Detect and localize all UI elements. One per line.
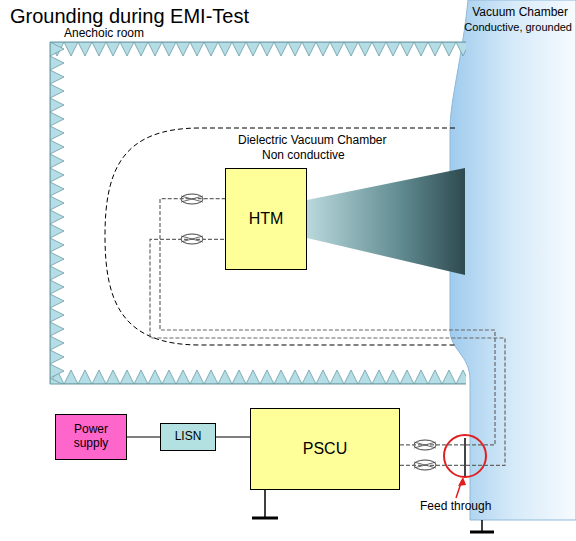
chamber-note: Non conductive [262,149,345,163]
room-label: Anechoic room [64,27,144,41]
chamber-note: Conductive, grounded [464,21,572,34]
power-line [127,436,160,437]
chamber-label: Dielectric Vacuum Chamber [238,134,387,148]
chamber-label: Vacuum Chamber [472,6,568,20]
callout-label: Feed through [420,500,491,514]
lisn-box: LISN [160,423,216,451]
node-text: Power supply [60,423,122,451]
power-supply-box: Power supply [55,414,127,460]
node-text: PSCU [303,440,347,458]
node-text: LISN [175,430,202,444]
power-line [216,436,250,437]
thruster-module-box: HTM [225,168,307,270]
pscu-box: PSCU [250,408,400,490]
node-text: HTM [249,210,284,228]
diagram-title: Grounding during EMI-Test [10,5,249,28]
